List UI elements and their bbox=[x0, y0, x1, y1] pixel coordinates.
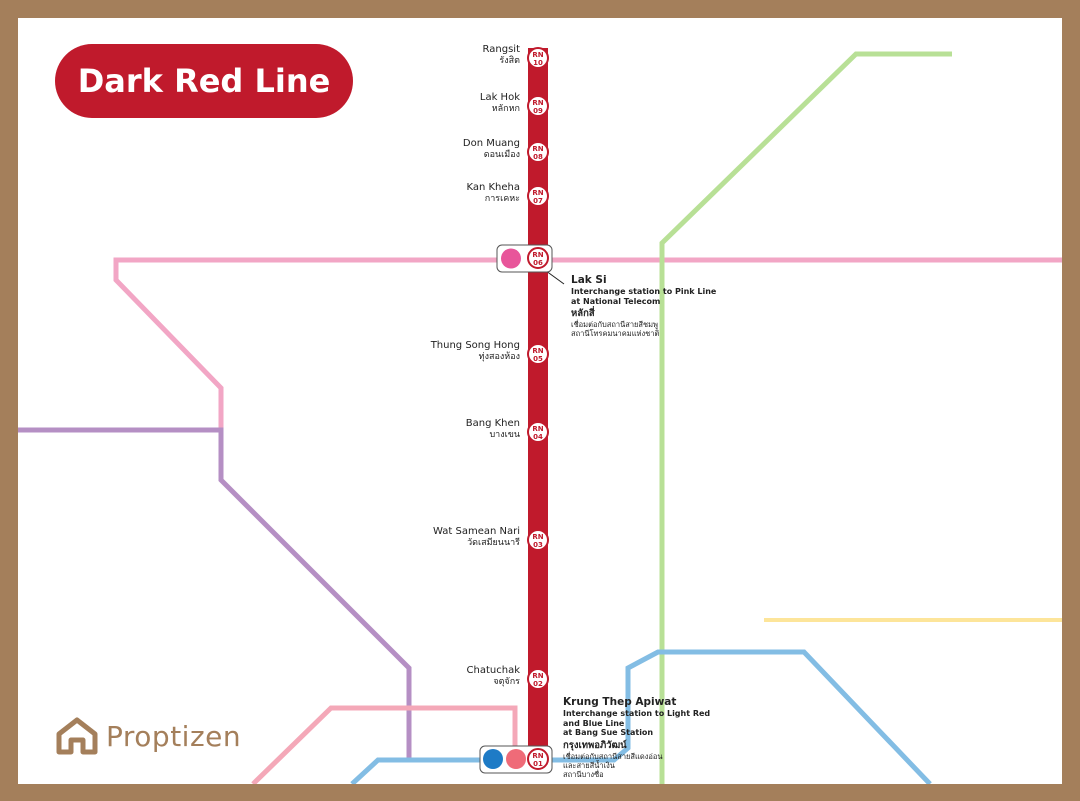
station-name-th: ทุ่งสองห้อง bbox=[478, 352, 520, 362]
station-code-prefix: RN bbox=[532, 752, 543, 760]
station-code-number: 08 bbox=[533, 153, 543, 161]
station-code-prefix: RN bbox=[532, 672, 543, 680]
station-name-th: วัดเสมียนนารี bbox=[467, 538, 520, 548]
station-name-th: การเคหะ bbox=[484, 194, 520, 204]
krung-thep-apiwat-desc-3: at Bang Sue Station bbox=[563, 728, 654, 737]
station-code-prefix: RN bbox=[532, 533, 543, 541]
station-code-number: 02 bbox=[533, 680, 543, 688]
station-marker-icon bbox=[527, 247, 549, 269]
station-code-number: 09 bbox=[533, 107, 543, 115]
krung-thep-apiwat-th-name: กรุงเทพอภิวัฒน์ bbox=[563, 739, 627, 751]
krung-thep-apiwat-name: Krung Thep Apiwat bbox=[563, 696, 677, 708]
station-code-prefix: RN bbox=[532, 99, 543, 107]
krung-thep-apiwat-th-desc-1: เชื่อมต่อกับสถานีสายสีแดงอ่อน bbox=[563, 751, 663, 761]
station-code-prefix: RN bbox=[532, 51, 543, 59]
krung-thep-apiwat-desc-1: Interchange station to Light Red bbox=[563, 709, 711, 718]
blue-line-dot-icon bbox=[483, 749, 503, 769]
lak-si-desc-1: Interchange station to Pink Line bbox=[571, 287, 717, 296]
station-marker-icon bbox=[527, 95, 549, 117]
station-code-prefix: RN bbox=[532, 251, 543, 259]
light-red-line bbox=[251, 705, 518, 784]
station-name-en: Wat Samean Nari bbox=[433, 526, 520, 537]
dark-red-line bbox=[528, 48, 548, 772]
krung-thep-apiwat-desc-2: and Blue Line bbox=[563, 718, 625, 728]
brand-name: Proptizen bbox=[106, 719, 242, 753]
station-marker-icon bbox=[527, 185, 549, 207]
station-name-en: Don Muang bbox=[462, 138, 520, 149]
station-code-number: 06 bbox=[533, 259, 543, 267]
station-name-th: จตุจักร bbox=[493, 677, 520, 687]
light-red-line-dot-icon bbox=[506, 749, 526, 769]
station-name-en: Bang Khen bbox=[465, 418, 520, 429]
krung-thep-apiwat-th-desc-3: สถานีบางซื่อ bbox=[563, 769, 604, 779]
line-title: Dark Red Line bbox=[55, 44, 353, 118]
station-name-en: Lak Hok bbox=[479, 92, 520, 103]
station-name-en: Kan Kheha bbox=[466, 182, 520, 193]
station-marker-icon bbox=[527, 668, 549, 690]
station-code-prefix: RN bbox=[532, 425, 543, 433]
lak-si-name: Lak Si bbox=[571, 274, 607, 286]
station-code-number: 10 bbox=[533, 59, 543, 67]
proptizen-house-icon bbox=[56, 717, 98, 755]
lak-si-th-desc-2: สถานีโทรคมนาคมแห่งชาติ bbox=[571, 329, 660, 338]
station-code-number: 04 bbox=[533, 433, 543, 441]
station-name-en: Thung Song Hong bbox=[430, 340, 520, 351]
proptizen-logo: Proptizen bbox=[56, 716, 241, 756]
krung-thep-apiwat-th-desc-2: และสายสีน้ำเงิน bbox=[563, 760, 615, 770]
station-name-th: หลักหก bbox=[491, 104, 520, 114]
lak-si-th-desc-1: เชื่อมต่อกับสถานีสายสีชมพู bbox=[571, 320, 658, 329]
station-code-prefix: RN bbox=[532, 145, 543, 153]
station-code-number: 03 bbox=[533, 541, 543, 549]
green-line bbox=[659, 51, 952, 784]
pink-line-dot-icon bbox=[501, 248, 521, 269]
station-code-number: 05 bbox=[533, 355, 543, 363]
station-marker-icon bbox=[527, 141, 549, 163]
station-code-number: 07 bbox=[533, 197, 543, 205]
station-code-prefix: RN bbox=[532, 347, 543, 355]
station-code-number: 01 bbox=[533, 760, 543, 768]
blue-line bbox=[350, 649, 932, 784]
lak-si-th-name: หลักสี่ bbox=[571, 308, 595, 319]
station-marker-icon bbox=[527, 47, 549, 69]
purple-line bbox=[18, 427, 412, 760]
lak-si-info: Lak Si Interchange station to Pink Line … bbox=[571, 274, 716, 338]
krung-thep-apiwat-info: Krung Thep Apiwat Interchange station to… bbox=[563, 696, 710, 779]
pink-line bbox=[113, 257, 1062, 430]
station-name-th: บางเขน bbox=[489, 430, 520, 440]
station-name-en: Rangsit bbox=[482, 44, 520, 55]
lak-si-desc-2: at National Telecom bbox=[571, 296, 661, 306]
station-code-prefix: RN bbox=[532, 189, 543, 197]
station-marker-icon bbox=[527, 748, 549, 770]
station-marker-icon bbox=[527, 529, 549, 551]
station-name-th: รังสิต bbox=[499, 56, 520, 66]
station-marker-icon bbox=[527, 343, 549, 365]
station-name-th: ดอนเมือง bbox=[483, 150, 520, 160]
station-name-en: Chatuchak bbox=[466, 665, 520, 676]
station-marker-icon bbox=[527, 421, 549, 443]
